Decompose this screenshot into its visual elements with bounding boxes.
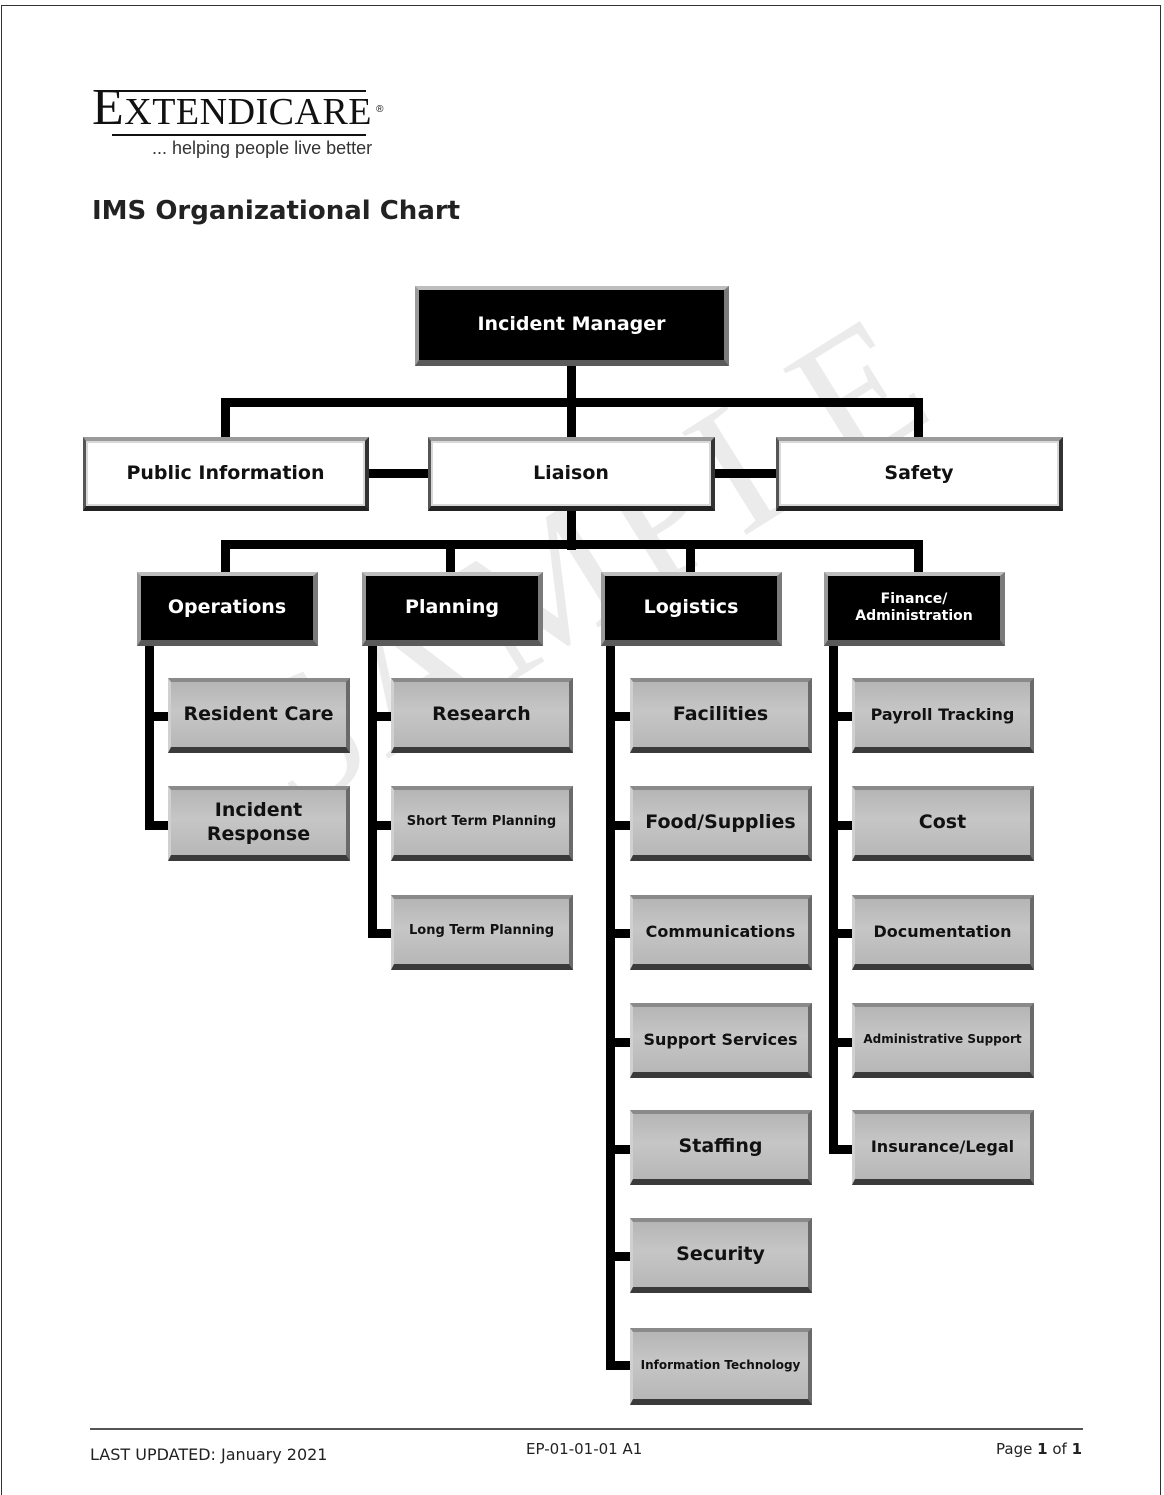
staffing-box: Staffing: [630, 1110, 812, 1185]
insurance-legal-box: Insurance/Legal: [852, 1110, 1034, 1185]
long-term-planning-box: Long Term Planning: [391, 895, 573, 970]
operations-box: Operations: [137, 572, 318, 646]
short-term-planning-box: Short Term Planning: [391, 786, 573, 861]
logo-text: XTENDICARE: [124, 91, 373, 133]
liaison-box: Liaison: [428, 437, 715, 511]
logo-rule-bottom: [112, 134, 367, 136]
finance-tick-4: [829, 1038, 857, 1047]
finance-administration-box: Finance/ Administration: [824, 572, 1005, 646]
facilities-box: Facilities: [630, 678, 812, 753]
connector-staff-bar: [221, 398, 923, 407]
logistics-tick-6: [606, 1252, 634, 1261]
logo-rule-top: [112, 90, 367, 92]
page-current: 1: [1037, 1440, 1048, 1458]
finance-spine: [829, 640, 838, 1154]
planning-tick-3: [368, 929, 396, 938]
finance-tick-5: [829, 1145, 857, 1154]
logistics-box: Logistics: [601, 572, 782, 646]
communications-box: Communications: [630, 895, 812, 970]
connector-liaison-safety: [712, 469, 780, 478]
connector-public-liaison: [366, 469, 432, 478]
page-title: IMS Organizational Chart: [92, 196, 461, 226]
finance-tick-2: [829, 821, 857, 830]
connector-operations-drop: [221, 540, 230, 576]
documentation-box: Documentation: [852, 895, 1034, 970]
page-number: Page 1 of 1: [996, 1440, 1082, 1458]
logo-wordmark: EXTENDICARE ®: [92, 82, 384, 138]
footer-divider: [90, 1428, 1083, 1430]
food-supplies-box: Food/Supplies: [630, 786, 812, 861]
operations-tick-2: [145, 821, 173, 830]
connector-liaison-down: [567, 508, 576, 550]
planning-tick-1: [368, 712, 396, 721]
information-technology-box: Information Technology: [630, 1328, 812, 1405]
planning-box: Planning: [362, 572, 543, 646]
safety-box: Safety: [776, 437, 1063, 511]
extendicare-logo: EXTENDICARE ®: [92, 82, 384, 138]
connector-planning-drop: [446, 540, 455, 576]
logo-tagline: ... helping people live better: [152, 138, 373, 158]
operations-tick-1: [145, 712, 173, 721]
incident-manager-box: Incident Manager: [415, 286, 729, 366]
connector-safety-drop: [914, 398, 923, 442]
finance-tick-3: [829, 929, 857, 938]
logistics-tick-3: [606, 929, 634, 938]
page-frame: [1, 5, 1161, 1495]
connector-finance-drop: [914, 540, 923, 576]
planning-tick-2: [368, 821, 396, 830]
logistics-tick-7: [606, 1361, 634, 1370]
logistics-tick-1: [606, 712, 634, 721]
logistics-spine: [606, 640, 615, 1370]
logistics-tick-2: [606, 821, 634, 830]
last-updated-text: LAST UPDATED: January 2021: [90, 1445, 328, 1464]
connector-logistics-drop: [686, 540, 695, 576]
administrative-support-box: Administrative Support: [852, 1003, 1034, 1078]
planning-spine: [368, 640, 377, 938]
support-services-box: Support Services: [630, 1003, 812, 1078]
finance-tick-1: [829, 712, 857, 721]
research-box: Research: [391, 678, 573, 753]
logistics-tick-4: [606, 1038, 634, 1047]
logo-initial: E: [92, 79, 125, 136]
cost-box: Cost: [852, 786, 1034, 861]
public-information-box: Public Information: [83, 437, 369, 511]
connector-section-bar: [221, 540, 923, 549]
logistics-tick-5: [606, 1145, 634, 1154]
page-total: 1: [1071, 1440, 1083, 1458]
registered-mark: ®: [376, 104, 385, 115]
document-code: EP-01-01-01 A1: [526, 1440, 643, 1458]
incident-response-box: Incident Response: [168, 786, 350, 861]
page-word: Page: [996, 1440, 1033, 1458]
of-word: of: [1052, 1440, 1067, 1458]
operations-spine: [145, 640, 154, 830]
connector-public-info-drop: [221, 398, 230, 442]
security-box: Security: [630, 1218, 812, 1293]
payroll-tracking-box: Payroll Tracking: [852, 678, 1034, 753]
resident-care-box: Resident Care: [168, 678, 350, 753]
